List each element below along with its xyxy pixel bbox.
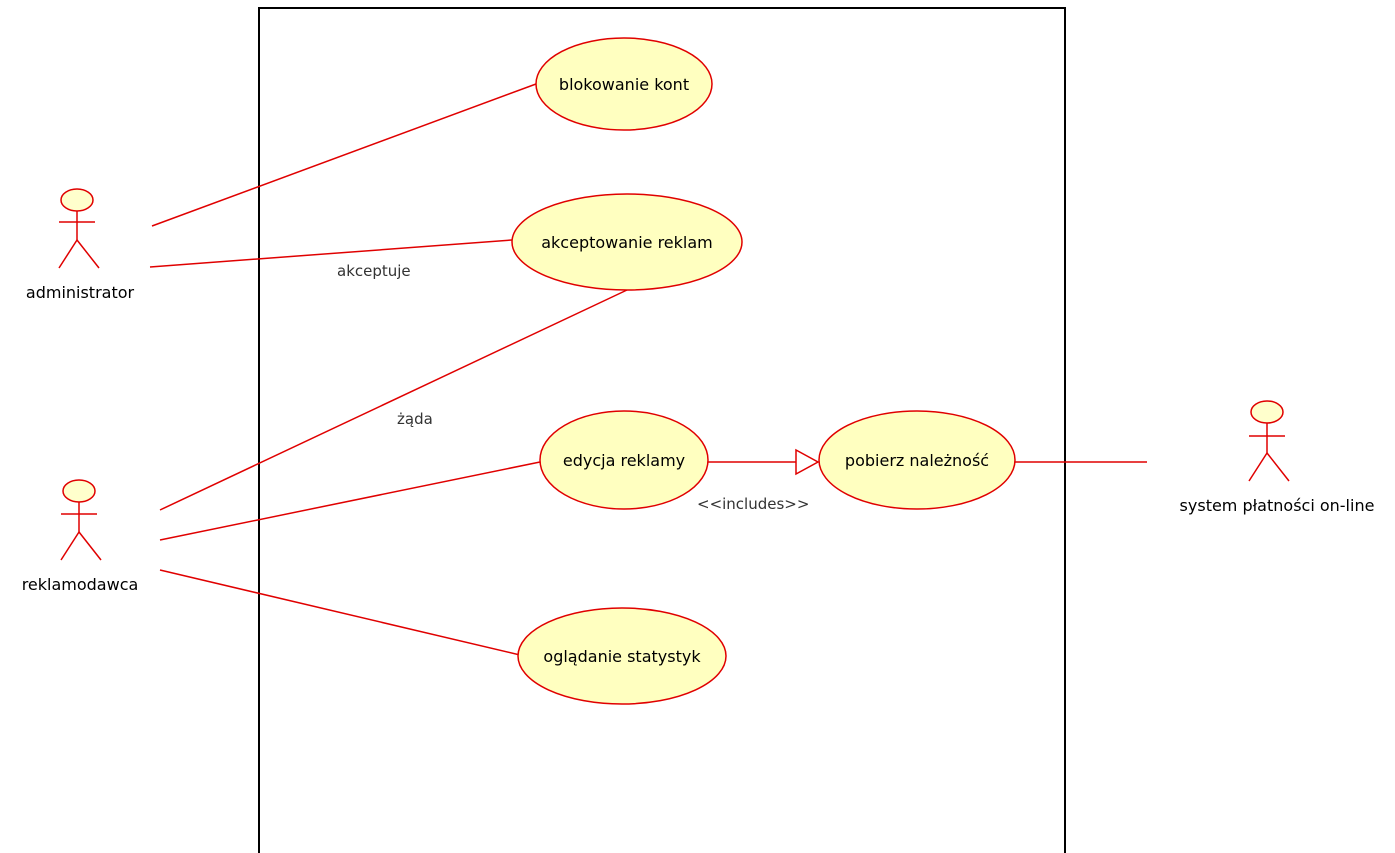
usecase-ogladanie-statystyk[interactable]: oglądanie statystyk: [517, 607, 727, 705]
usecase-pobierz-naleznosc-label: pobierz należność: [845, 451, 989, 470]
assoc-admin-akceptowanie: [149, 239, 513, 268]
label-akceptuje: akceptuje: [337, 262, 411, 280]
label-zada: żąda: [397, 410, 433, 428]
assoc-reklamodawca-edycja: [159, 461, 541, 541]
actor-payment-system-label: system płatności on-line: [1180, 496, 1375, 515]
actor-reklamodawca-label: reklamodawca: [22, 575, 139, 594]
label-includes: <<includes>>: [697, 495, 809, 513]
usecase-edycja-reklamy-label: edycja reklamy: [563, 451, 685, 470]
actor-head: [60, 188, 94, 212]
actor-head: [62, 479, 96, 503]
assoc-reklamodawca-ogladanie: [159, 569, 521, 656]
usecase-akceptowanie-reklam[interactable]: akceptowanie reklam: [511, 193, 743, 291]
usecase-ogladanie-statystyk-label: oglądanie statystyk: [543, 647, 701, 666]
actor-administrator[interactable]: administrator: [26, 188, 135, 302]
assoc-reklamodawca-akceptowanie: [159, 289, 628, 511]
usecase-edycja-reklamy[interactable]: edycja reklamy: [539, 410, 709, 510]
actor-head: [1250, 400, 1284, 424]
actor-administrator-label: administrator: [26, 283, 135, 302]
actor-payment-system[interactable]: system płatności on-line: [1180, 400, 1375, 515]
assoc-admin-blokowanie: [151, 83, 537, 227]
actor-reklamodawca[interactable]: reklamodawca: [22, 479, 139, 594]
usecase-blokowanie-kont[interactable]: blokowanie kont: [535, 37, 713, 131]
usecase-akceptowanie-reklam-label: akceptowanie reklam: [541, 233, 713, 252]
usecase-blokowanie-kont-label: blokowanie kont: [559, 75, 689, 94]
usecase-pobierz-naleznosc[interactable]: pobierz należność: [818, 410, 1016, 510]
include-arrowhead: [795, 448, 820, 476]
